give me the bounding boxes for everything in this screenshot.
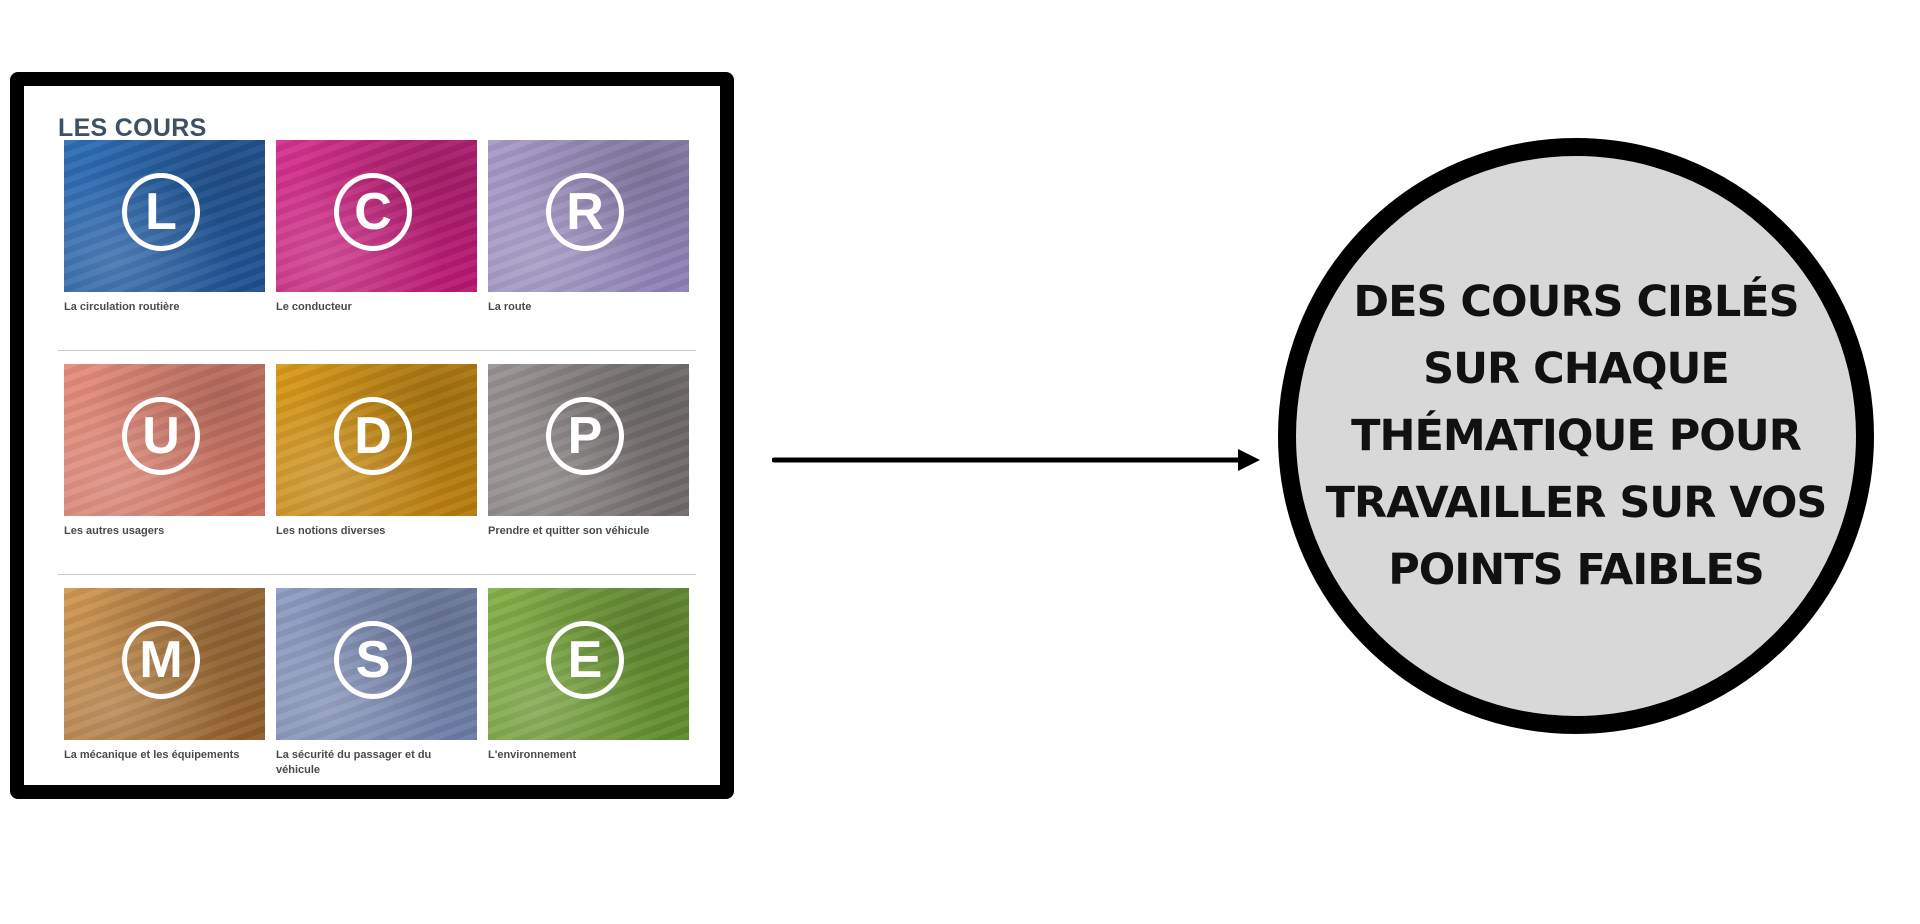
courses-title: LES COURS [58, 114, 207, 142]
course-label[interactable]: Les autres usagers [64, 525, 165, 537]
course-card-p[interactable]: P Prendre et quitter son véhicule [488, 364, 689, 537]
course-label[interactable]: Le conducteur [276, 301, 352, 313]
course-letter-badge: C [334, 173, 412, 251]
callout-line: POINTS FAIBLES [1388, 544, 1765, 595]
callout-line: TRAVAILLER SUR VOS [1325, 477, 1828, 528]
callout-text: DES COURS CIBLÉS SUR CHAQUE THÉMATIQUE P… [1296, 269, 1856, 604]
driver-photo: C [276, 140, 477, 292]
course-letter-badge: D [334, 397, 412, 475]
course-label[interactable]: L'environnement [488, 749, 577, 761]
arrow-right-icon [772, 449, 1260, 471]
course-letter-badge: S [334, 621, 412, 699]
row-divider [58, 574, 696, 575]
course-label[interactable]: Les notions diverses [276, 525, 386, 537]
course-card-u[interactable]: U Les autres usagers [64, 364, 265, 537]
harbor-photo: U [64, 364, 265, 516]
course-letter-badge: R [546, 173, 624, 251]
course-card-s[interactable]: S La sécurité du passager et du véhicule [276, 588, 477, 776]
course-card-d[interactable]: D Les notions diverses [276, 364, 477, 537]
course-card-e[interactable]: E L'environnement [488, 588, 689, 761]
baby-seat-photo: S [276, 588, 477, 740]
courses-screenshot-frame: LES COURS L La circulation routière C Le co… [10, 72, 734, 799]
course-label[interactable]: La circulation routière [64, 301, 180, 313]
callout-line: THÉMATIQUE POUR [1351, 410, 1802, 461]
course-letter-badge: E [546, 621, 624, 699]
course-letter-badge: U [122, 397, 200, 475]
car-interior-photo: P [488, 364, 689, 516]
driver-photo: E [488, 588, 689, 740]
course-letter-badge: P [546, 397, 624, 475]
course-label[interactable]: La sécurité du passager et du véhicule [276, 749, 432, 776]
course-letter-badge: M [122, 621, 200, 699]
course-card-l[interactable]: L La circulation routière [64, 140, 265, 313]
course-letter-badge: L [122, 173, 200, 251]
course-label[interactable]: Prendre et quitter son véhicule [488, 525, 650, 537]
documents-photo: D [276, 364, 477, 516]
callout-line: SUR CHAQUE [1423, 343, 1730, 394]
row-divider [58, 350, 696, 351]
dashboard-photo: M [64, 588, 265, 740]
course-card-m[interactable]: M La mécanique et les équipements [64, 588, 265, 761]
course-card-r[interactable]: R La route [488, 140, 689, 313]
road-photo: L [64, 140, 265, 292]
callout-circle: DES COURS CIBLÉS SUR CHAQUE THÉMATIQUE P… [1278, 138, 1874, 734]
callout-line: DES COURS CIBLÉS [1353, 276, 1799, 327]
course-label[interactable]: La mécanique et les équipements [64, 749, 240, 761]
course-card-c[interactable]: C Le conducteur [276, 140, 477, 313]
course-label[interactable]: La route [488, 301, 532, 313]
road-photo: R [488, 140, 689, 292]
